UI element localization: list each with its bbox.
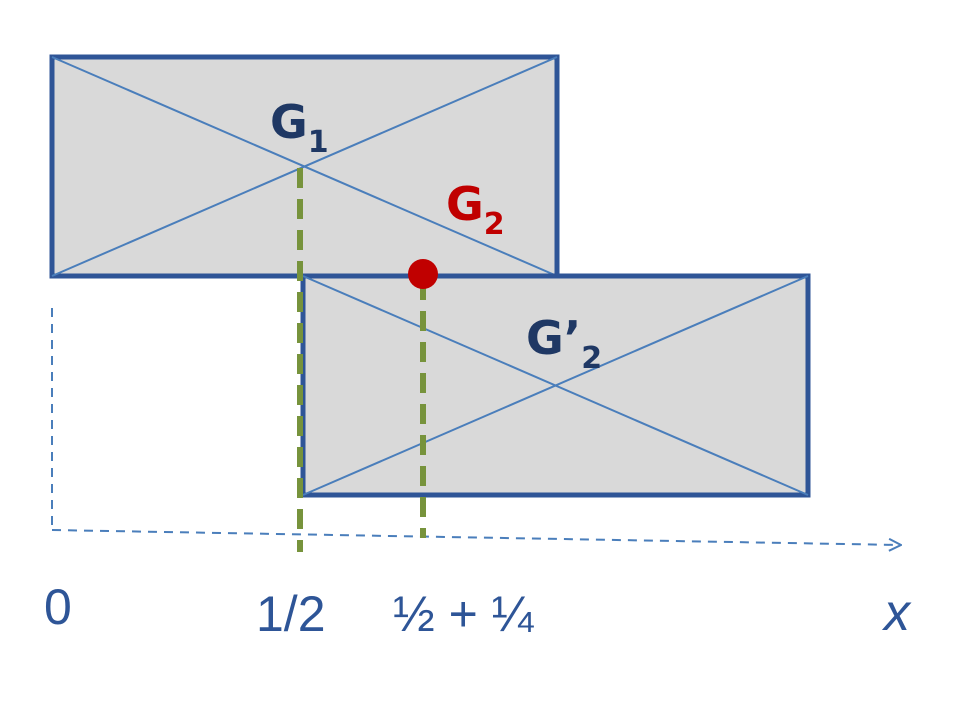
lower-box-diagonal-2: [302, 275, 809, 496]
label-g2-prime-sub: 2: [581, 341, 602, 376]
label-g2-prime-main: G’: [526, 311, 581, 365]
label-g2: G2: [446, 177, 505, 242]
upper-box-diagonal-2: [51, 56, 558, 277]
label-g1-sub: 1: [308, 125, 329, 160]
axis-label-origin: 0: [44, 579, 72, 635]
axis-label-half: 1/2: [256, 586, 326, 642]
label-g2-prime: G’2: [526, 311, 602, 376]
label-g1: G1: [270, 95, 329, 160]
x-axis-dashed: [51, 529, 900, 545]
label-g2-main: G: [446, 177, 484, 231]
center-of-mass-marker: [408, 259, 438, 289]
axis-label-variable: x: [881, 584, 912, 642]
label-g1-main: G: [270, 95, 308, 149]
axis-label-half-plus-quarter: ½ + ¼: [393, 586, 535, 642]
label-g2-sub: 2: [484, 207, 505, 242]
